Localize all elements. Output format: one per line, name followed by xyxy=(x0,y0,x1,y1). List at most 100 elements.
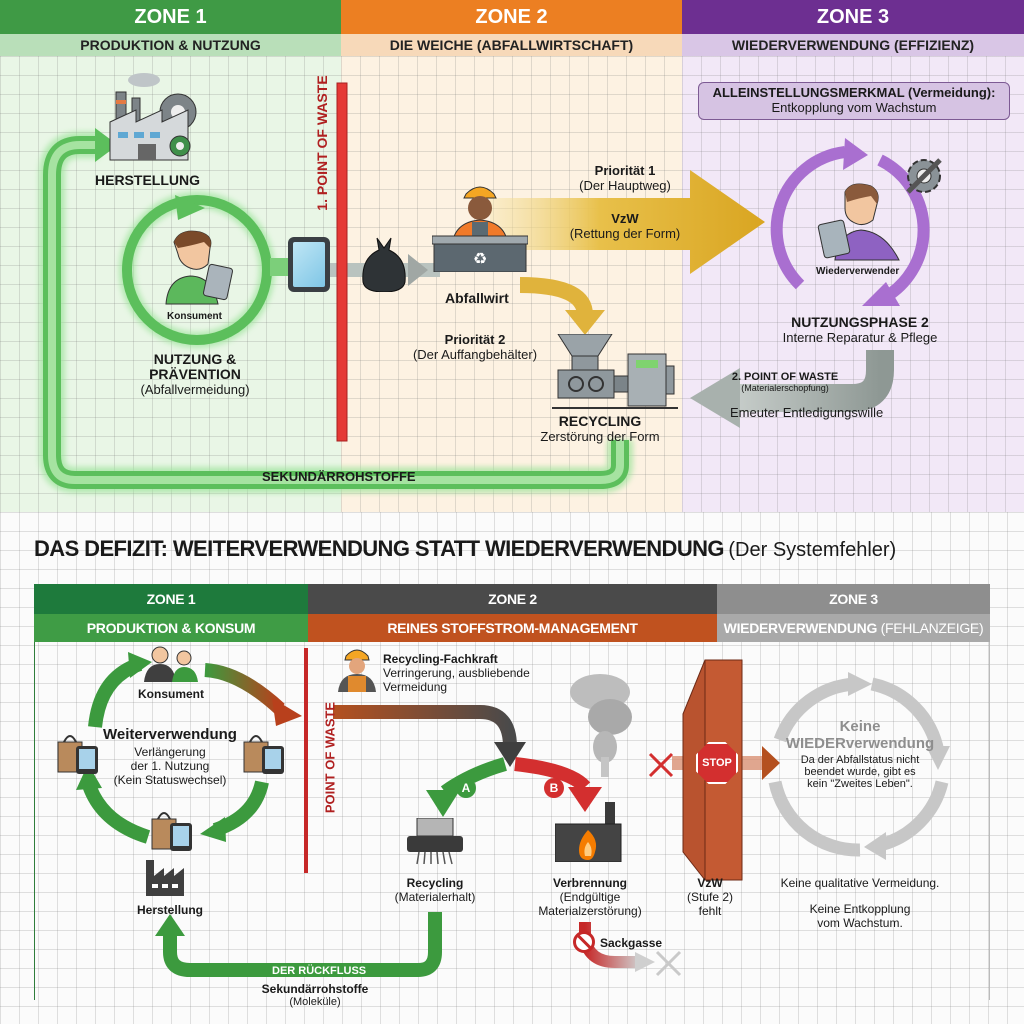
nutzung-title-line1: NUTZUNG & xyxy=(153,351,237,367)
priority-2-sub: (Der Auffangbehälter) xyxy=(412,347,538,362)
recycling-worker-icon xyxy=(334,646,380,697)
badge-a: A xyxy=(456,778,476,798)
note-qualitative: Keine qualitative Vermeidung. xyxy=(780,876,940,890)
vzw-missing-label: VzW (Stufe 2) fehlt xyxy=(680,876,740,918)
zone-3-subheader: WIEDERVERWENDUNG (EFFIZIENZ) xyxy=(682,34,1024,56)
zone-1-header: ZONE 1 xyxy=(0,0,341,34)
bottom-recycling-title: Recycling xyxy=(406,876,464,890)
priority-1-title: Priorität 1 xyxy=(594,163,656,178)
nutzung-subtitle: (Abfallvermeidung) xyxy=(140,382,250,397)
abfallwirt-label: Abfallwirt xyxy=(445,290,509,306)
bottom-zone-2-header: ZONE 2 xyxy=(308,584,717,614)
weiterverwendung-sub-2: der 1. Nutzung xyxy=(130,759,210,773)
badge-b: B xyxy=(544,778,564,798)
deficit-flow-arrows xyxy=(76,648,950,977)
bottom-herstellung-label: Herstellung xyxy=(137,903,204,917)
incinerator-icon xyxy=(554,802,625,867)
nutzungsphase-label: NUTZUNGSPHASE 2 Interne Reparatur & Pfle… xyxy=(760,314,960,345)
bottom-frame xyxy=(34,642,990,1000)
rueckfluss-label: DER RÜCKFLUSS xyxy=(272,965,367,977)
vzw-sub: (Rettung der Form) xyxy=(569,226,681,241)
verbrennung-sub-2: Materialzerstörung) xyxy=(538,904,642,918)
keine-wiederverwendung-label: Keine WIEDERverwendung Da der Abfallstat… xyxy=(770,718,950,790)
keine-sub-2: beendet wurde, gibt es xyxy=(804,766,916,778)
keine-sub-3: kein "Zweites Leben". xyxy=(807,778,913,790)
no-entry-icon xyxy=(573,931,595,953)
reuser-icon xyxy=(815,182,905,267)
zone-2-subheader: DIE WEICHE (ABFALLWIRTSCHAFT) xyxy=(341,34,682,56)
rueckfluss-sub-1: Sekundärrohstoffe xyxy=(261,982,369,996)
consumer-icon xyxy=(160,228,240,311)
usp-title: ALLEINSTELLUNGSMERKMAL (Vermeidung): xyxy=(712,85,996,100)
deficit-title: DAS DEFIZIT: WEITERVERWENDUNG STATT WIED… xyxy=(34,536,896,562)
consumers-icon xyxy=(142,646,202,687)
point-of-waste-2-sub: (Materialerschopfung) xyxy=(741,383,829,393)
recycling-label: RECYCLING Zerstörung der Form xyxy=(520,413,680,444)
verbrennung-title: Verbrennung xyxy=(552,876,627,890)
keine-sub-1: Da der Abfallstatus nicht xyxy=(800,754,920,766)
point-of-waste-1-label: 1. POINT OF WASTE xyxy=(314,75,330,211)
bottom-zone-3-subtitle-bold: WIEDERVERWENDUNG xyxy=(723,620,878,636)
vzw-missing-title: VzW xyxy=(697,876,723,890)
point-of-waste-2-label: 2. POINT OF WASTE (Materialerschopfung) xyxy=(720,372,850,394)
deficit-title-bold: DAS DEFIZIT: WEITERVERWENDUNG STATT WIED… xyxy=(34,536,725,561)
vzw-title: VzW xyxy=(611,211,639,226)
waste-manager-icon: ♻ xyxy=(431,180,529,277)
deficit-diagram: DAS DEFIZIT: WEITERVERWENDUNG STATT WIED… xyxy=(0,512,1024,1024)
note-entkopplung-1: Keine Entkopplung xyxy=(809,902,911,916)
deficit-title-normal: (Der Systemfehler) xyxy=(728,539,897,561)
sackgasse-label: Sackgasse xyxy=(600,936,663,950)
zone-3-area xyxy=(682,56,1024,512)
herstellung-label: HERSTELLUNG xyxy=(95,172,200,188)
nutzungsphase-sub: Interne Reparatur & Pflege xyxy=(782,330,938,345)
circular-economy-diagram: ZONE 1 ZONE 2 ZONE 3 PRODUKTION & NUTZUN… xyxy=(0,0,1024,512)
trash-bag-icon xyxy=(359,236,409,297)
weiterverwendung-title: Weiterverwendung xyxy=(103,726,237,743)
recycling-title: RECYCLING xyxy=(558,413,642,429)
shredder-icon xyxy=(405,817,465,871)
factory-icon-small xyxy=(144,858,186,901)
zone-1-subheader: PRODUKTION & NUTZUNG xyxy=(0,34,341,56)
verbrennung-sub-1: (Endgültige xyxy=(559,890,621,904)
shopping-bag-tablet-icon-left xyxy=(56,730,102,781)
bottom-recycling-label: Recycling (Materialerhalt) xyxy=(375,876,495,904)
wiederverwender-label: Wiederverwender xyxy=(816,266,900,277)
flow-arrows xyxy=(39,82,930,493)
shopping-bag-tablet-icon-bottom xyxy=(150,807,196,858)
bottom-zone-3-header: ZONE 3 xyxy=(717,584,990,614)
weiterverwendung-sub-3: (Kein Statuswechsel) xyxy=(113,773,227,787)
priority-1-label: Priorität 1 (Der Hauptweg) xyxy=(555,163,695,193)
shredder-machine-icon xyxy=(552,333,678,415)
rueckfluss-sub: Sekundärrohstoffe (Moleküle) xyxy=(255,982,375,1008)
keine-title-2: WIEDERverwendung xyxy=(785,735,935,752)
priority-1-sub: (Der Hauptweg) xyxy=(579,178,671,193)
bottom-recycling-sub: (Materialerhalt) xyxy=(394,890,476,904)
weiterverwendung-label: Weiterverwendung Verlängerung der 1. Nut… xyxy=(95,726,245,787)
note-entkopplung-2: vom Wachstum. xyxy=(817,916,903,930)
entledigung-label: Emeuter Entledigungswille xyxy=(730,405,884,420)
bottom-zone-2-subheader: REINES STOFFSTROM-MANAGEMENT xyxy=(308,614,717,642)
bottom-zone-3-subheader: WIEDERVERWENDUNG (FEHLANZEIGE) xyxy=(717,614,990,642)
deficit-notes: Keine qualitative Vermeidung. Keine Entk… xyxy=(765,876,955,930)
bottom-konsument-label: Konsument xyxy=(138,687,204,701)
sekundaerrohstoffe-label: SEKUNDÄRROHSTOFFE xyxy=(262,469,416,484)
gear-wrench-icon xyxy=(900,152,948,205)
priority-2-label: Priorität 2 (Der Auffangbehälter) xyxy=(400,332,550,362)
point-of-waste-2-title: 2. POINT OF WASTE xyxy=(731,371,839,383)
fachkraft-sub-1: Verringerung, ausbliebende xyxy=(383,666,530,680)
stop-sign-label: STOP xyxy=(702,757,732,769)
fachkraft-title: Recycling-Fachkraft xyxy=(383,652,498,666)
konsument-label: Konsument xyxy=(167,311,222,322)
recycling-fachkraft-label: Recycling-Fachkraft Verringerung, ausbli… xyxy=(383,652,583,694)
bottom-zone-1-header: ZONE 1 xyxy=(34,584,308,614)
bottom-point-of-waste-label: POINT OF WASTE xyxy=(322,701,338,814)
weiterverwendung-sub-1: Verlängerung xyxy=(134,745,206,759)
nutzungsphase-title: NUTZUNGSPHASE 2 xyxy=(791,314,929,330)
nutzung-title-line2: PRÄVENTION xyxy=(149,366,241,382)
recycling-sub: Zerstörung der Form xyxy=(540,429,660,444)
bottom-zone-3-subtitle-normal: (FEHLANZEIGE) xyxy=(880,620,984,636)
verbrennung-label: Verbrennung (Endgültige Materialzerstöru… xyxy=(525,876,655,918)
priority-2-title: Priorität 2 xyxy=(444,332,506,347)
usp-box: ALLEINSTELLUNGSMERKMAL (Vermeidung): Ent… xyxy=(698,82,1010,120)
vzw-label: VzW (Rettung der Form) xyxy=(555,211,695,241)
